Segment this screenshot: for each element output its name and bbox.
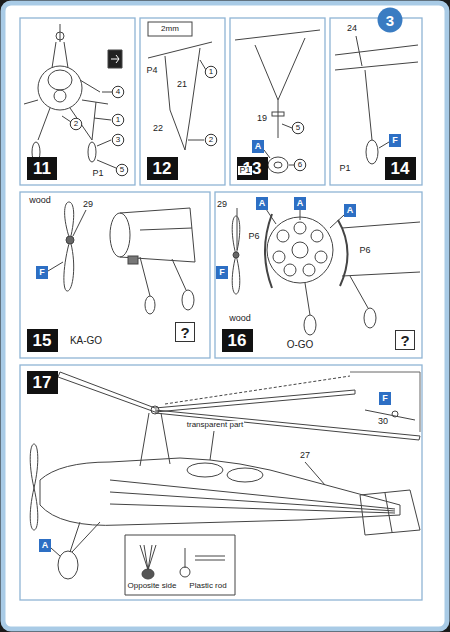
part-label: P6 — [358, 246, 371, 255]
step11-drawing — [24, 24, 122, 168]
node-text: 2 — [74, 120, 78, 128]
part-label: 19 — [256, 114, 268, 123]
part-label: P1 — [238, 166, 251, 175]
step12-drawing — [148, 22, 212, 150]
circle-shape — [292, 122, 304, 134]
node-text: 2 — [209, 136, 213, 144]
circle-shape — [205, 134, 217, 146]
callout-number: 6 — [294, 159, 306, 171]
part-label: 24 — [346, 24, 358, 33]
node-text: F — [392, 136, 398, 145]
node-text: F — [382, 394, 388, 403]
part-label: P1 — [91, 169, 104, 178]
part-label: P6 — [247, 232, 260, 241]
node-text: 4 — [116, 88, 120, 96]
circle-shape — [112, 114, 124, 126]
part-label: 21 — [176, 80, 188, 89]
node-text: ? — [400, 333, 409, 348]
circle-shape — [70, 118, 82, 130]
page-number: 3 — [377, 7, 403, 33]
color-code: F — [216, 266, 228, 279]
color-code: A — [344, 204, 356, 217]
callout-number: 3 — [112, 134, 124, 146]
node-text: 11 — [33, 160, 51, 177]
part-label: 2mm — [160, 25, 180, 33]
part-label: 29 — [216, 200, 228, 209]
circle-shape — [378, 8, 403, 33]
callout-number: 4 — [112, 86, 124, 98]
circle-shape — [116, 164, 128, 176]
callout-number: 2 — [205, 134, 217, 146]
part-label: wood — [28, 196, 52, 205]
part-label: transparent part — [186, 421, 244, 429]
node-text: A — [259, 199, 266, 208]
step15-drawing — [48, 202, 195, 314]
node-text: 1 — [209, 68, 213, 76]
node-text: 15 — [33, 332, 52, 349]
part-label: P4 — [145, 66, 158, 75]
step14-drawing — [335, 36, 418, 164]
callout-number: 1 — [112, 114, 124, 126]
node-text: 6 — [298, 161, 302, 169]
node-text: 12 — [153, 160, 172, 177]
step-number: 14 — [385, 157, 416, 180]
color-code: F — [36, 266, 48, 279]
circle-shape — [112, 86, 124, 98]
question-box: ? — [175, 322, 195, 342]
part-label: Plastic rod — [188, 582, 227, 590]
step-number: 11 — [27, 157, 57, 180]
part-label: 27 — [299, 451, 311, 460]
circle-shape — [205, 66, 217, 78]
step17-drawing — [30, 372, 420, 595]
color-code: F — [389, 134, 401, 147]
node-text: A — [42, 541, 49, 550]
part-label: KA-GO — [69, 336, 103, 346]
node-text: A — [297, 199, 304, 208]
part-label: 22 — [152, 124, 164, 133]
color-code: F — [379, 392, 391, 405]
step-number: 12 — [147, 157, 178, 180]
callout-number: 1 — [205, 66, 217, 78]
node-text: 5 — [120, 166, 124, 174]
node-text: A — [255, 142, 262, 151]
callout-number: 5 — [292, 122, 304, 134]
node-text: F — [219, 268, 225, 277]
part-label: Opposite side — [127, 582, 178, 590]
node-text: 1 — [116, 116, 120, 124]
circle-shape — [112, 134, 124, 146]
step-number: 15 — [27, 329, 58, 352]
node-text: ? — [180, 325, 189, 340]
part-label: O-GO — [286, 340, 315, 350]
node-text: 17 — [33, 374, 52, 391]
color-code: A — [39, 539, 51, 552]
node-text: 5 — [296, 124, 300, 132]
circle-shape — [294, 159, 306, 171]
callout-number: 5 — [116, 164, 128, 176]
step13-drawing — [235, 30, 320, 173]
part-label: 30 — [377, 417, 389, 426]
panel-frames — [20, 18, 422, 600]
color-code: A — [256, 197, 268, 210]
callout-number: 2 — [70, 118, 82, 130]
node-text: 3 — [386, 13, 394, 28]
page-frame — [3, 3, 447, 629]
color-code: A — [252, 140, 264, 153]
part-label: 29 — [82, 200, 94, 209]
node-text: F — [39, 268, 45, 277]
part-label: P1 — [338, 164, 351, 173]
node-text: A — [347, 206, 354, 215]
color-code: A — [294, 197, 306, 210]
node-text: 16 — [228, 332, 247, 349]
step-number: 17 — [27, 371, 58, 394]
part-label: wood — [228, 314, 252, 323]
question-box: ? — [395, 330, 415, 350]
step-number: 16 — [222, 329, 253, 352]
node-text: 14 — [391, 160, 410, 177]
step16-drawing — [232, 208, 420, 335]
node-text: 3 — [116, 136, 120, 144]
